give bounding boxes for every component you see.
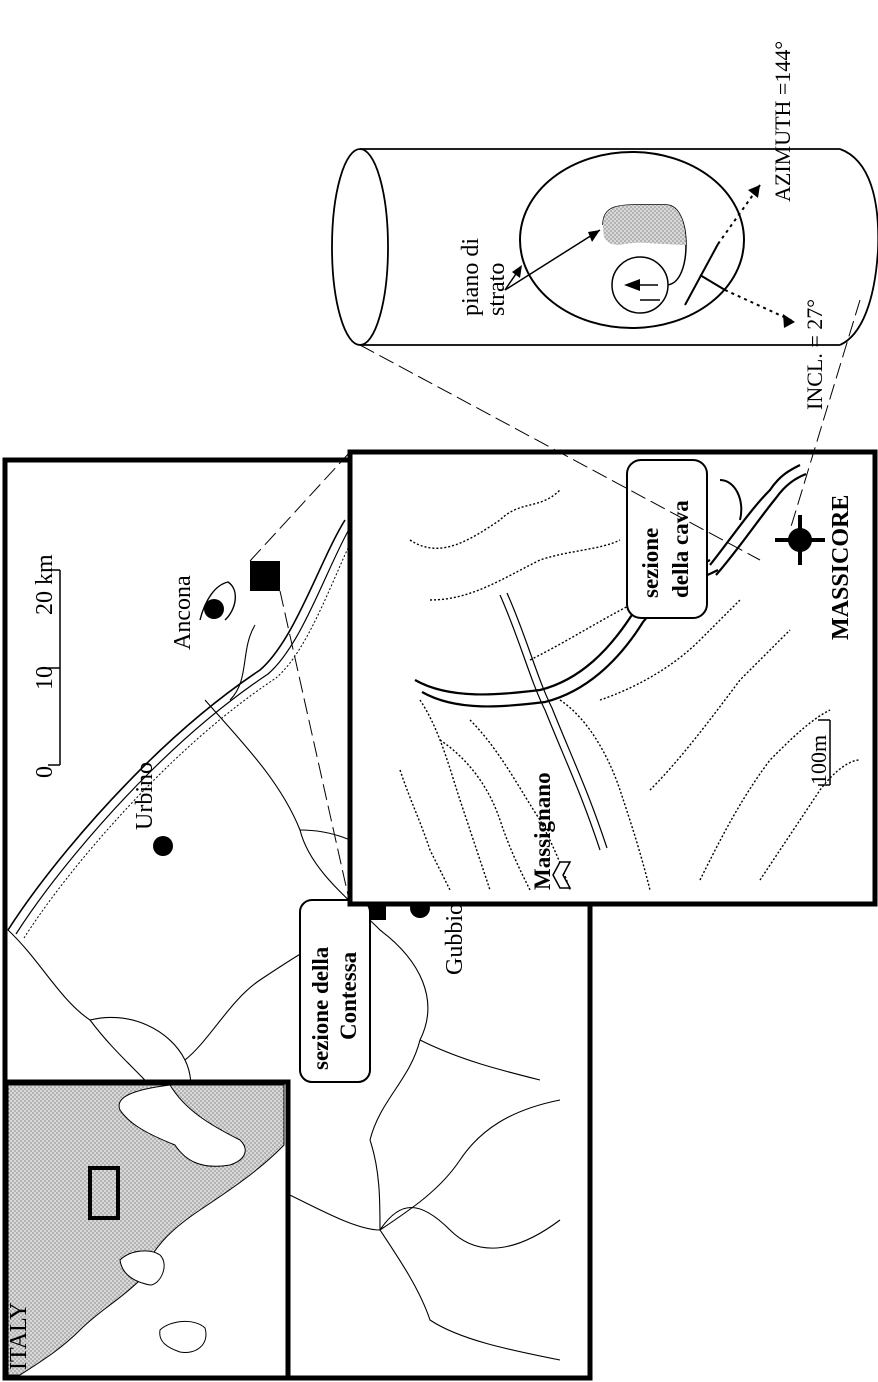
contessa-label-line1: sezione della [308, 946, 333, 1070]
scale-tick-0: 0 [32, 766, 58, 778]
town-label-urbino: Urbino [132, 762, 158, 830]
detail-map: sezione della cava MASSICORE 100m Massig… [347, 449, 878, 907]
town-label-gubbio: Gubbio [442, 903, 468, 975]
country-label: ITALY [6, 1302, 32, 1370]
bedding-label-line1: piano di [458, 238, 484, 316]
bedding-label-line2: strato [484, 263, 510, 316]
detail-scale-bar: 100m [806, 719, 831, 786]
bedding-arrowhead-icon [588, 230, 600, 242]
cava-label-line2: della cava [668, 500, 693, 598]
detail-map-frame [347, 449, 878, 907]
contessa-label-line2: Contessa [336, 951, 361, 1040]
cylinder-end-left [331, 148, 389, 346]
cava-label-box [626, 459, 708, 619]
study-area-box [88, 1166, 120, 1220]
detail-scale-label: 100m [806, 735, 831, 785]
quarry-arc [719, 479, 743, 521]
zoom-connectors [249, 451, 351, 905]
azimuth-label: AZIMUTH =144° [770, 41, 795, 202]
bedding-arrowhead-2-icon [512, 265, 522, 278]
scale-tick-20km: 20 km [32, 554, 58, 615]
adriatic-sea [118, 1084, 246, 1167]
site-square-massignano [250, 561, 280, 591]
italy-inset: ITALY [2, 1079, 291, 1381]
sicily-island [119, 1250, 165, 1286]
sardinia-island [159, 1321, 207, 1354]
regional-scale-bar: 0 10 20 km [32, 554, 61, 778]
town-marker-urbino [153, 836, 173, 856]
town-label-ancona: Ancona [170, 575, 196, 650]
stream [499, 592, 608, 851]
sample-plug-stipple [603, 205, 686, 245]
azimuth-arrowhead-icon [748, 185, 760, 198]
azimuth-arrow [717, 184, 761, 245]
core-diagram: piano di strato AZIMUTH =144° INCL. = 27… [331, 41, 878, 410]
town-marker-ancona [204, 599, 224, 619]
massicore-marker [775, 515, 825, 565]
massignano-hexagon-icon [552, 861, 572, 889]
cylinder-end-right [839, 148, 878, 346]
contour-lines [399, 489, 861, 891]
contessa-label-box [299, 899, 371, 1083]
town-label-massignano: Massignano [530, 772, 555, 890]
core-connectors [359, 299, 861, 561]
inclination-arrowhead-icon [783, 314, 795, 328]
cava-label-line1: sezione [638, 528, 663, 598]
strike-line [684, 243, 719, 306]
massicore-label: MASSICORE [828, 495, 854, 640]
scale-tick-10: 10 [32, 666, 58, 690]
inclination-label: INCL. = 27° [802, 299, 827, 410]
